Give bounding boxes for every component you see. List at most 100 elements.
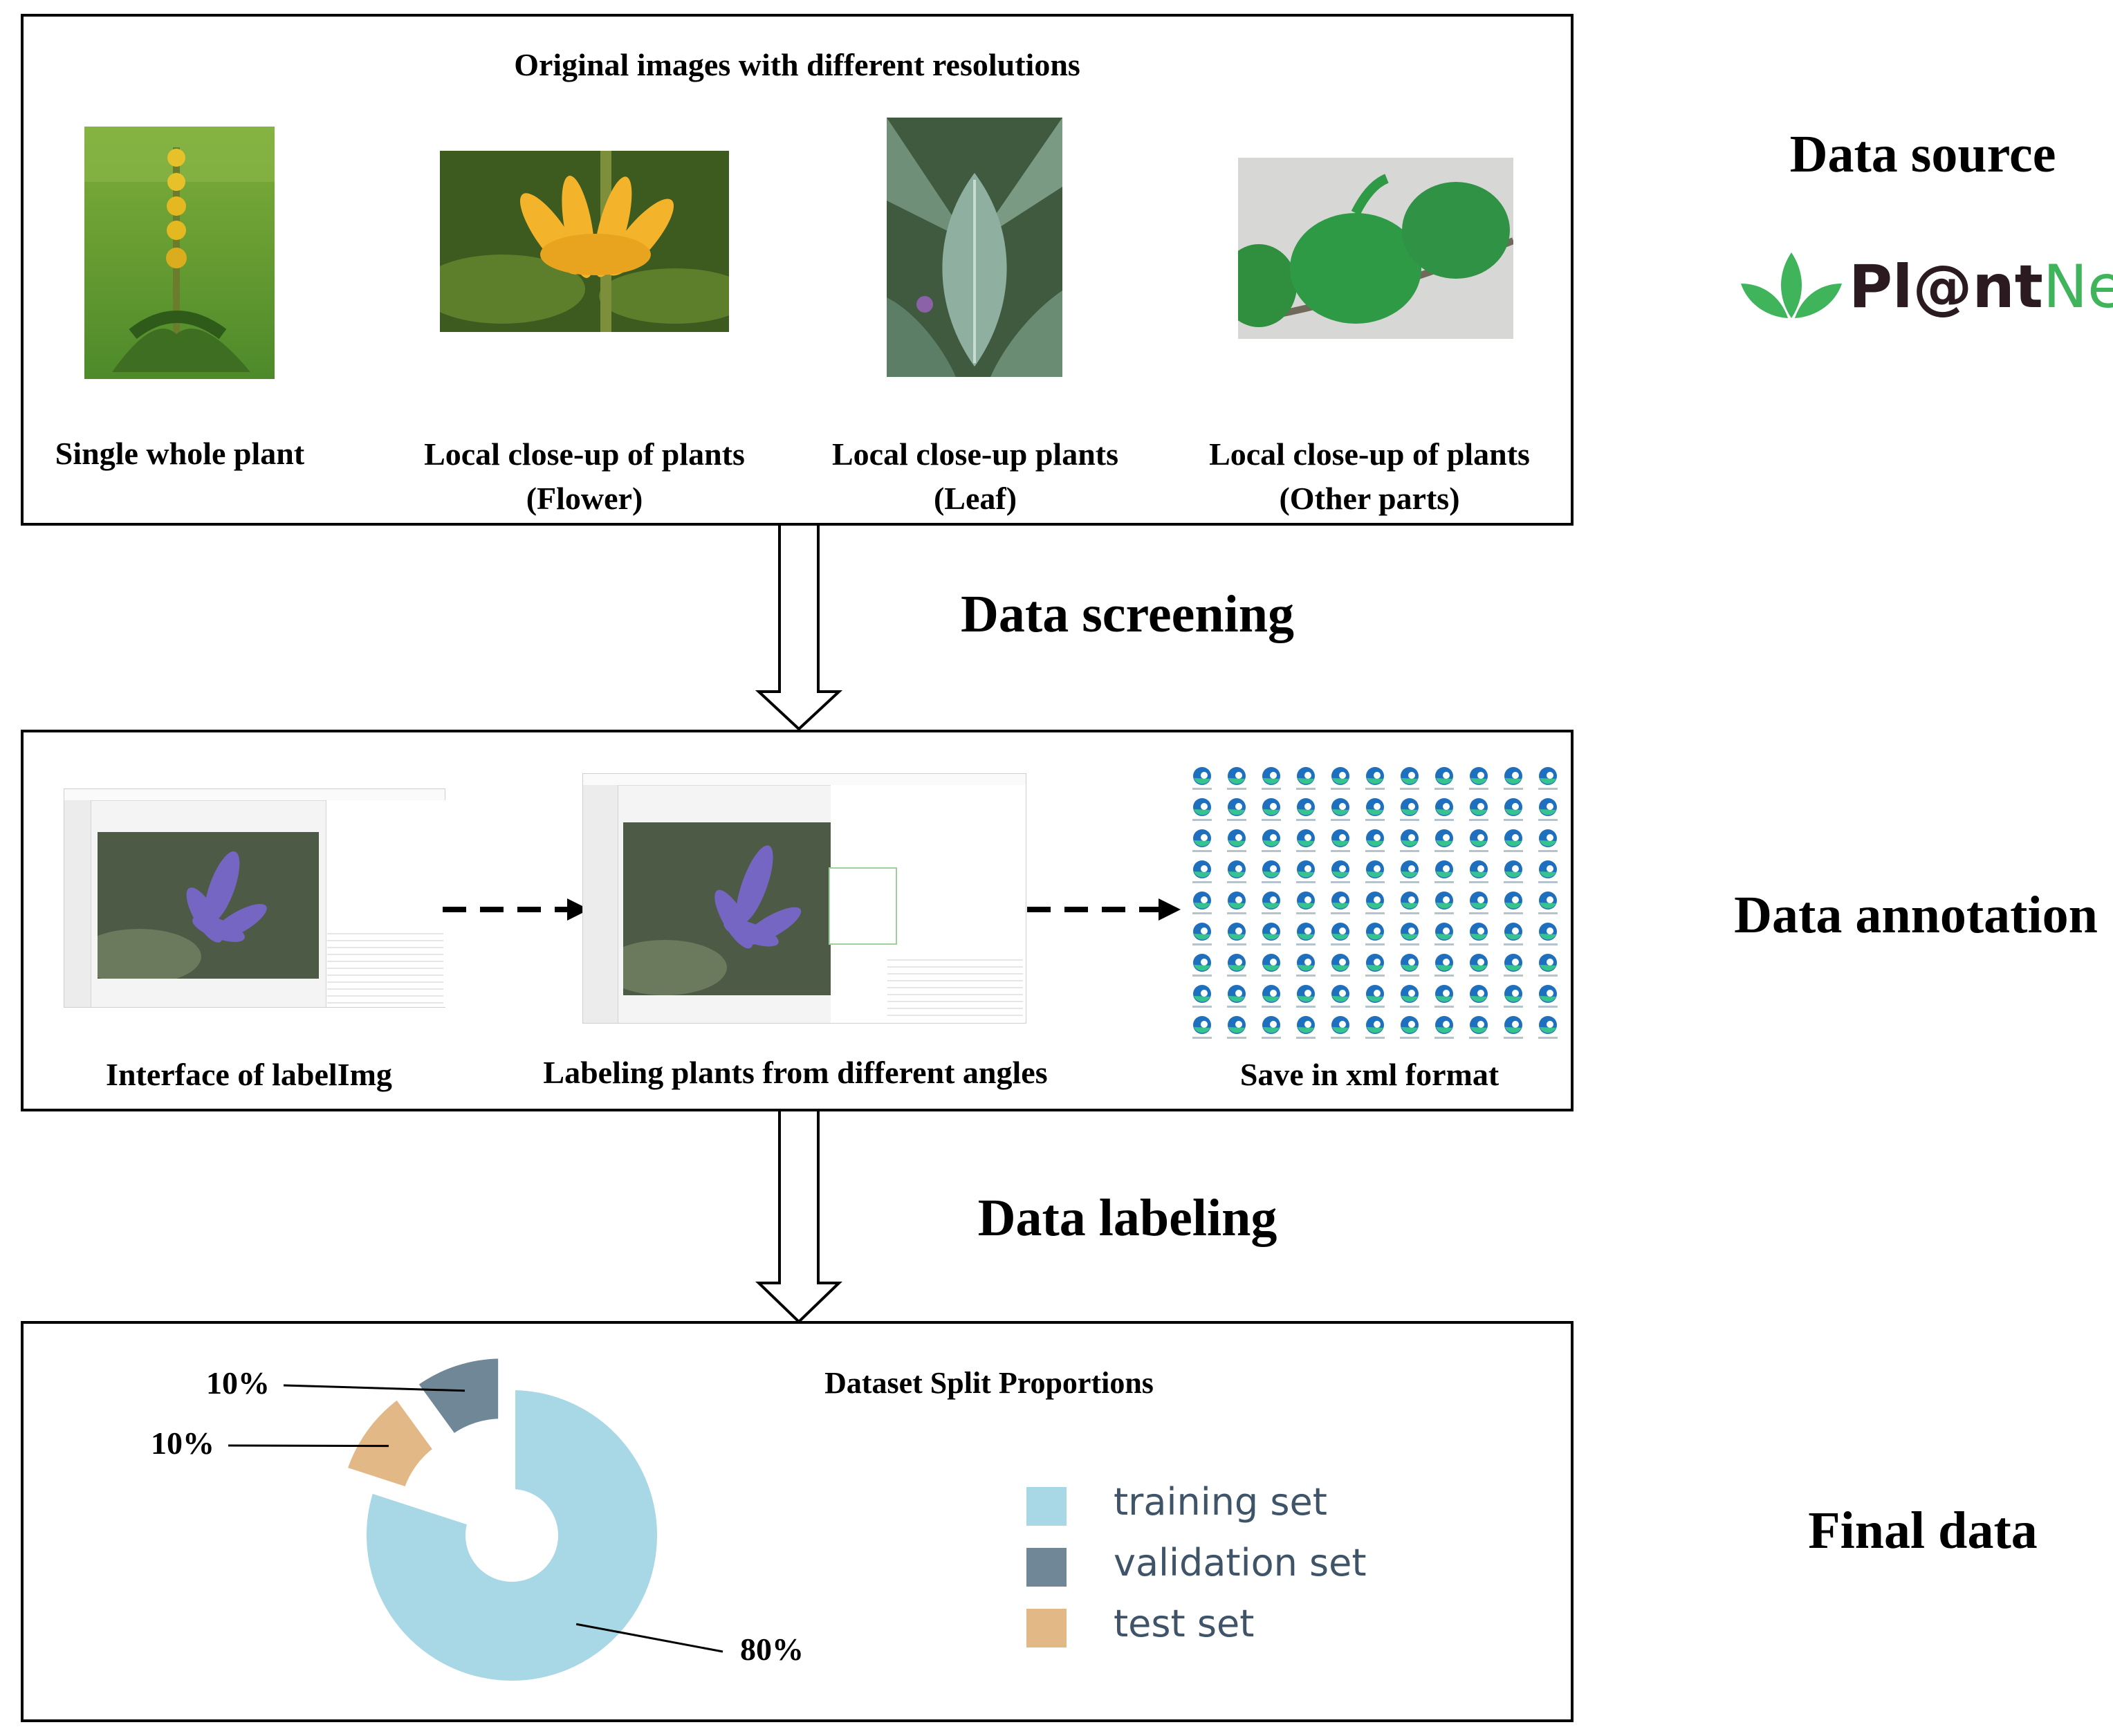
image-other-parts — [1238, 158, 1513, 339]
chart-legend: training set validation set test set — [1010, 1480, 1439, 1688]
xml-file-icon — [1538, 985, 1558, 1008]
xml-file-icon — [1365, 892, 1385, 914]
xml-file-icon — [1400, 954, 1419, 977]
xml-file-icon — [1331, 1016, 1350, 1039]
source-box-title: Original images with different resolutio… — [514, 47, 1080, 82]
xml-file-icon — [1192, 860, 1212, 883]
stage-final-data: Final data — [1808, 1502, 2038, 1560]
labelimg-interface-screenshot — [64, 788, 445, 1008]
xml-file-icon — [1227, 767, 1246, 790]
xml-file-icon — [1365, 954, 1385, 977]
pie-leader-line — [575, 1623, 723, 1653]
xml-file-icon — [1504, 860, 1523, 883]
final-data-box — [21, 1321, 1574, 1722]
xml-file-icon — [1262, 892, 1281, 914]
xml-file-icon — [1192, 767, 1212, 790]
xml-file-icon — [1331, 767, 1350, 790]
xml-file-icon — [1331, 985, 1350, 1008]
xml-file-icon — [1227, 829, 1246, 852]
xml-file-icon — [1262, 829, 1281, 852]
xml-file-icon — [1469, 954, 1488, 977]
xml-file-icon — [1400, 829, 1419, 852]
xml-file-icon — [1538, 798, 1558, 821]
caption-other-line2: (Other parts) — [1279, 481, 1460, 516]
xml-file-icon — [1434, 1016, 1454, 1039]
xml-file-icon — [1504, 892, 1523, 914]
legend-swatch-test — [1026, 1609, 1067, 1647]
xml-file-icon — [1192, 829, 1212, 852]
xml-file-icon — [1227, 798, 1246, 821]
xml-file-icon — [1331, 923, 1350, 945]
caption-xml: Save in xml format — [1239, 1057, 1500, 1092]
xml-file-icon — [1262, 923, 1281, 945]
caption-leaf: Local close-up plants (Leaf) — [785, 432, 1165, 521]
image-leaf — [887, 118, 1062, 377]
xml-file-icon — [1331, 954, 1350, 977]
xml-file-icon — [1434, 860, 1454, 883]
xml-file-icon — [1331, 798, 1350, 821]
legend-label-training: training set — [1114, 1480, 1327, 1524]
xml-file-icon — [1296, 767, 1316, 790]
xml-file-icon — [1227, 1016, 1246, 1039]
caption-other-parts: Local close-up of plants (Other parts) — [1169, 432, 1570, 521]
xml-file-icon — [1227, 892, 1246, 914]
caption-labelimg: Interface of labelImg — [106, 1057, 392, 1092]
xml-file-icon — [1504, 954, 1523, 977]
xml-file-icon — [1434, 798, 1454, 821]
pie-slice-test — [339, 1390, 442, 1495]
caption-labeling: Labeling plants from different angles — [543, 1055, 1048, 1090]
caption-whole-plant: Single whole plant — [55, 436, 305, 471]
xml-file-icon — [1262, 860, 1281, 883]
xml-file-icon-grid — [1192, 767, 1558, 1039]
xml-file-icon — [1365, 1016, 1385, 1039]
xml-file-icon — [1400, 767, 1419, 790]
xml-file-icon — [1469, 892, 1488, 914]
xml-file-icon — [1504, 767, 1523, 790]
xml-file-icon — [1262, 1016, 1281, 1039]
xml-file-icon — [1365, 860, 1385, 883]
xml-file-icon — [1365, 798, 1385, 821]
xml-file-icon — [1400, 923, 1419, 945]
xml-file-icon — [1469, 829, 1488, 852]
xml-file-icon — [1192, 985, 1212, 1008]
leaf-logo-icon — [1741, 252, 1842, 318]
xml-file-icon — [1192, 798, 1212, 821]
caption-other-line1: Local close-up of plants — [1209, 436, 1530, 472]
xml-file-icon — [1469, 985, 1488, 1008]
xml-file-icon — [1331, 892, 1350, 914]
xml-file-icon — [1227, 860, 1246, 883]
xml-file-icon — [1538, 1016, 1558, 1039]
legend-swatch-validation — [1026, 1548, 1067, 1587]
xml-file-icon — [1504, 923, 1523, 945]
xml-file-icon — [1331, 829, 1350, 852]
xml-file-icon — [1192, 923, 1212, 945]
stage-data-source: Data source — [1789, 125, 2056, 183]
xml-file-icon — [1400, 798, 1419, 821]
chart-title: Dataset Split Proportions — [824, 1366, 1154, 1400]
xml-file-icon — [1504, 1016, 1523, 1039]
xml-file-icon — [1538, 923, 1558, 945]
xml-file-icon — [1296, 860, 1316, 883]
xml-file-icon — [1538, 829, 1558, 852]
xml-file-icon — [1365, 985, 1385, 1008]
caption-flower-line1: Local close-up of plants — [424, 436, 745, 472]
xml-file-icon — [1469, 860, 1488, 883]
caption-leaf-line1: Local close-up plants — [831, 436, 1119, 472]
xml-file-icon — [1331, 860, 1350, 883]
dashed-arrow-icon-1 — [443, 898, 589, 921]
screening-arrow-icon — [755, 523, 843, 731]
xml-file-icon — [1192, 954, 1212, 977]
plantnet-logo: Pl@ntNet — [1740, 249, 2113, 332]
xml-file-icon — [1469, 1016, 1488, 1039]
xml-file-icon — [1296, 892, 1316, 914]
image-flower — [440, 151, 729, 332]
pie-chart: 80%10%10% — [151, 1351, 804, 1688]
xml-file-icon — [1192, 1016, 1212, 1039]
labeling-arrow-icon — [755, 1109, 842, 1324]
xml-file-icon — [1469, 767, 1488, 790]
xml-file-icon — [1434, 923, 1454, 945]
xml-file-icon — [1434, 892, 1454, 914]
xml-file-icon — [1262, 798, 1281, 821]
pie-leader-line — [283, 1384, 465, 1392]
xml-file-icon — [1365, 829, 1385, 852]
